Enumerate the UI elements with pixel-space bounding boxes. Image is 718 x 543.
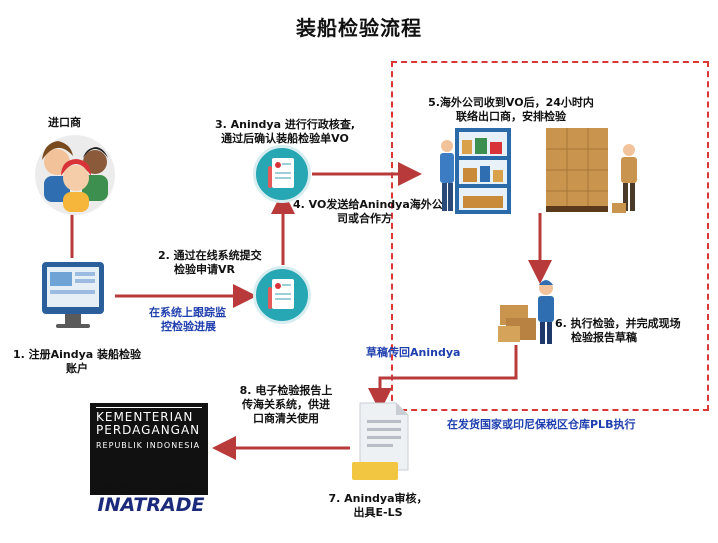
vo-document-circle-icon	[253, 145, 311, 203]
logo-line3: REPUBLIK INDONESIA	[96, 441, 201, 450]
diagram-title: 装船检验流程	[296, 16, 422, 40]
draft-return-label: 草稿传回Anindya	[366, 346, 461, 359]
step5-label: 5.海外公司收到VO后，24小时内 联络出口商，安排检验	[428, 96, 594, 123]
tracking-note: 在系统上跟踪监 控检验进展	[149, 306, 226, 333]
ministry-logo: KEMENTERIAN PERDAGANGAN REPUBLIK INDONES…	[90, 403, 208, 495]
step6-label: 6. 执行检验，并完成现场 检验报告草稿	[555, 317, 681, 344]
vr-document-circle-icon	[253, 266, 311, 324]
inatrade-logo-text: INATRADE	[97, 494, 205, 516]
importer-label: 进口商	[48, 116, 81, 129]
step4-label: 4. VO发送给Anindya海外公 司或合作方	[293, 198, 443, 225]
step3-label: 3. Anindya 进行行政核查, 通过后确认装船检验单VO	[214, 118, 356, 145]
step1-label: 1. 注册Aindya 装船检验 账户	[12, 348, 142, 375]
zone-note-label: 在发货国家或印尼保税区仓库PLB执行	[447, 418, 636, 431]
logo-rule	[96, 407, 202, 408]
step2-label: 2. 通过在线系统提交 检验申请VR	[158, 249, 262, 276]
logo-line1: KEMENTERIAN	[96, 410, 194, 424]
logo-line2: PERDAGANGAN	[96, 423, 201, 437]
step8-label: 8. 电子检验报告上 传海关系统，供进 口商清关使用	[239, 384, 333, 425]
ministry-of-trade-text: MINISTRY OF TRADE	[106, 483, 194, 491]
step7-label: 7. Anindya审核， 出具E-LS	[328, 492, 428, 519]
overseas-zone-border	[391, 61, 709, 411]
arrow-inspector-to-document	[368, 345, 518, 412]
